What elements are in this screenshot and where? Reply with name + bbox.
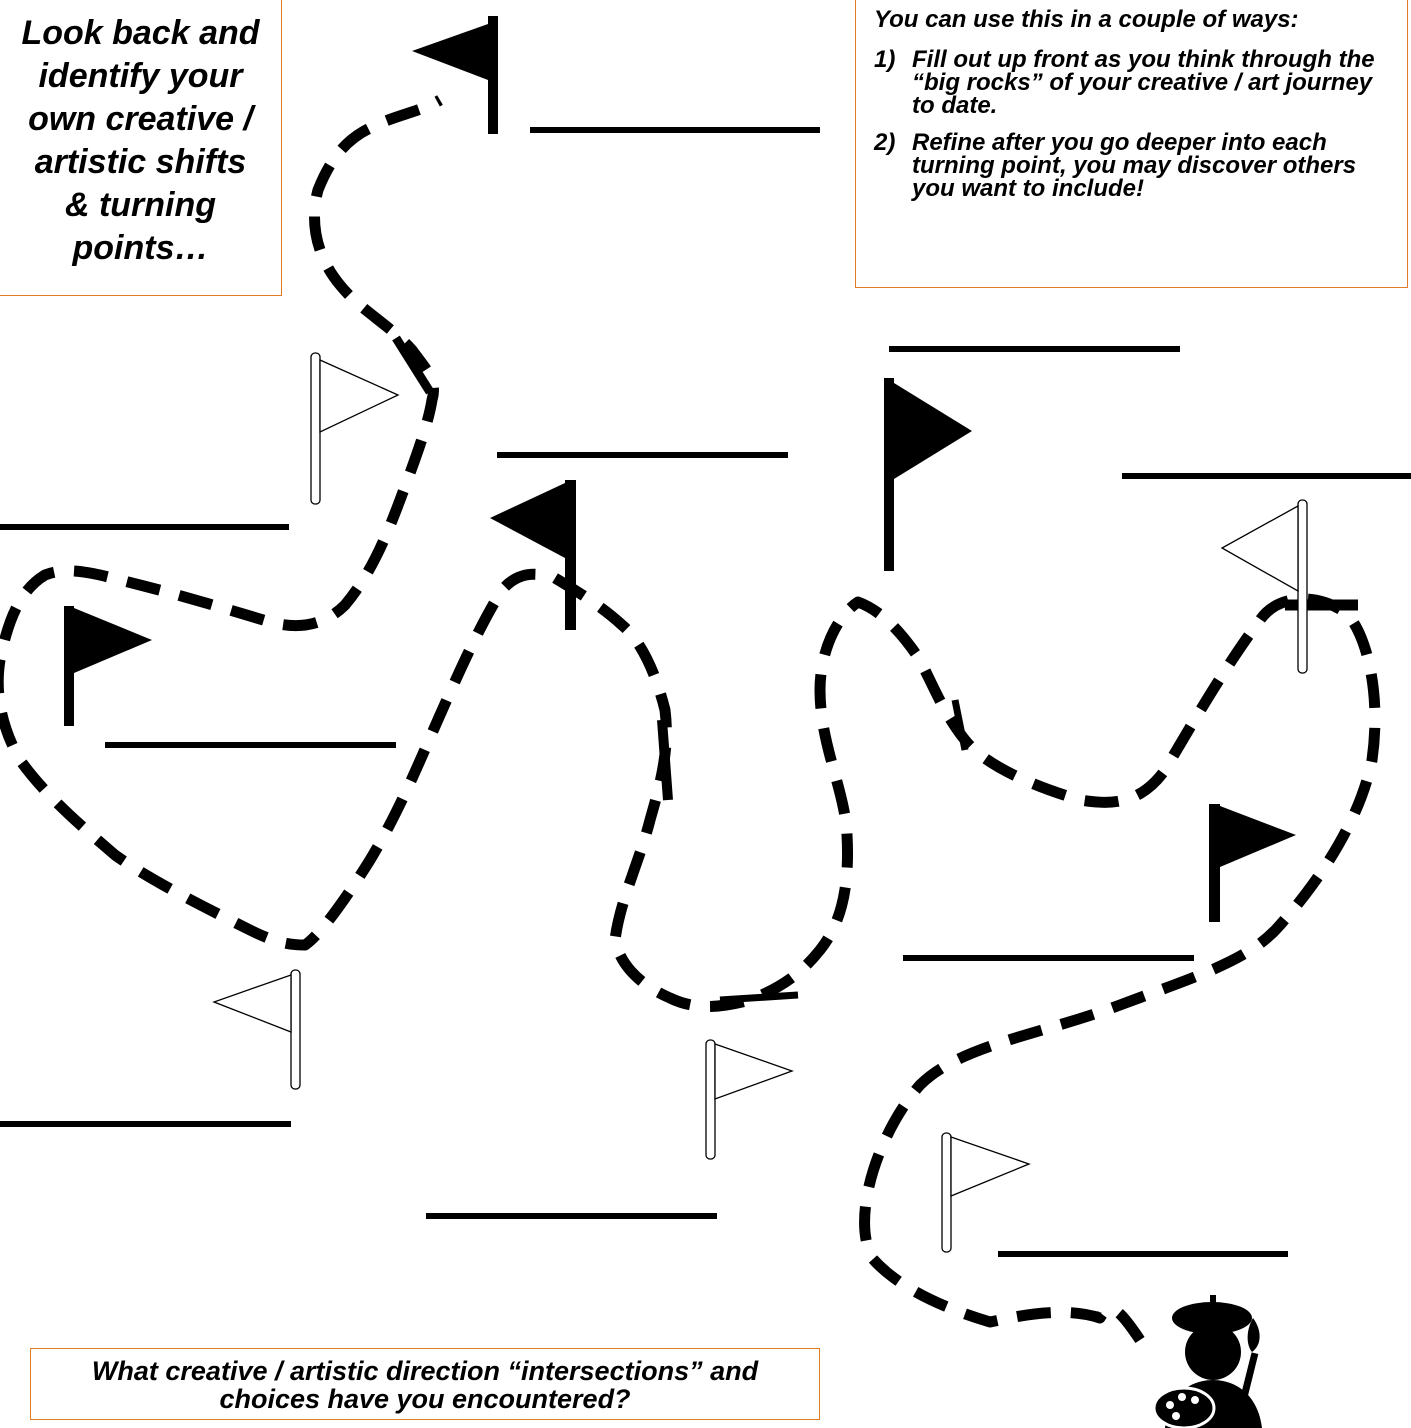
path-accent [657,719,673,801]
instruction-item: 1) Fill out up front as you think throug… [874,46,1395,119]
reflection-prompt-line: & turning [64,186,217,224]
instructions-intro: You can use this in a couple of ways: [874,6,1299,33]
reflection-prompt-line: points… [72,229,209,267]
intersections-prompt-line: What creative / artistic direction “inte… [91,1356,759,1386]
flag-outline-icon [1220,499,1308,674]
flag-outline-icon [212,969,301,1090]
reflection-prompt-line: identify your [38,57,243,95]
instruction-number: 2) [874,129,896,156]
reflection-prompt-line: own creative / [28,100,253,138]
instructions-box: You can use this in a couple of ways: 1)… [855,0,1408,288]
path-accent [392,335,434,395]
flag-outline-icon [310,352,400,505]
instruction-item: 2) Refine after you go deeper into each … [874,129,1395,202]
flag-outline-icon [941,1132,1031,1253]
path-accent [719,991,799,1004]
flag-filled-icon [64,606,152,726]
path-accent [951,699,969,751]
artist-with-palette-icon [1152,1295,1262,1428]
flag-filled-icon [490,480,576,630]
flag-filled-icon [1209,804,1296,922]
reflection-prompt-line: artistic shifts [34,143,247,181]
instruction-text: Refine after you go deeper into each tur… [912,129,1357,202]
reflection-prompt-line: Look back and [21,14,260,52]
intersections-prompt-line: choices have you encountered? [219,1384,631,1414]
flag-filled-icon [884,378,972,571]
instruction-number: 1) [874,46,896,73]
intersections-prompt-box: What creative / artistic direction “inte… [30,1348,820,1420]
answer-lines [0,127,1411,1257]
instruction-text: Fill out up front as you think through t… [912,46,1375,119]
reflection-prompt-box: Look back and identify your own creative… [0,0,282,296]
flag-outline-icon [705,1039,794,1160]
flag-filled-icon [412,16,498,134]
